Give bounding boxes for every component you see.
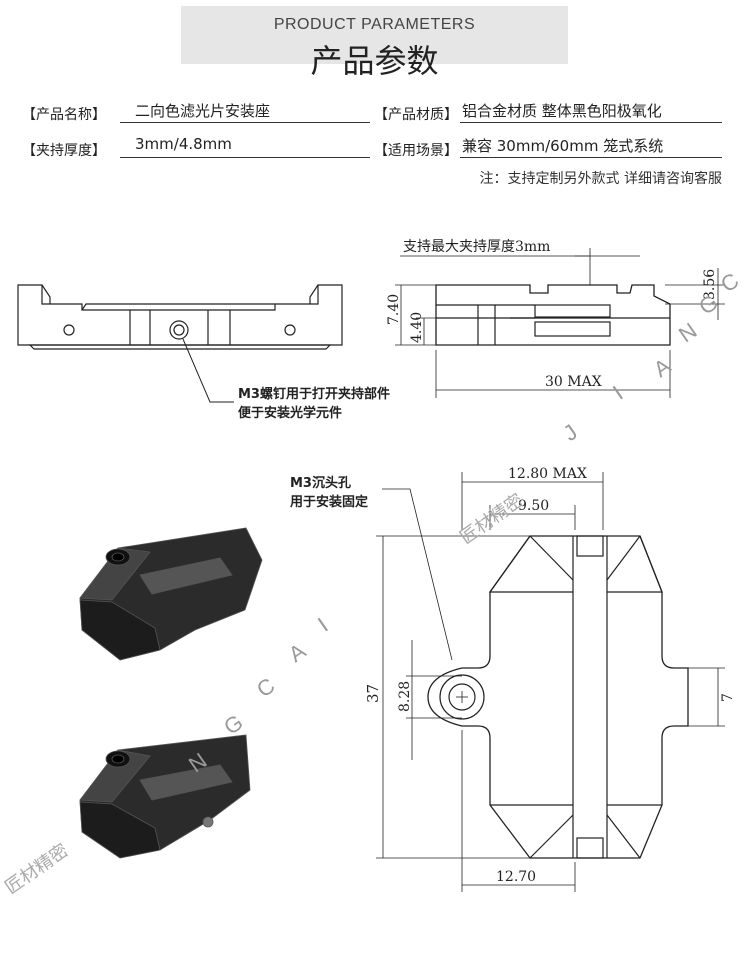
header-banner: PRODUCT PARAMETERS 产品参数 [181,6,568,80]
param-material-value: 铝合金材质 整体黑色阳极氧化 [462,102,662,120]
dim-9-50: 9.50 [518,498,549,514]
param-material-label: 【产品材质】 [374,107,458,123]
dim-12-80: 12.80 MAX [508,466,587,482]
front-view-drawing [17,284,343,350]
param-name-label: 【产品名称】 [22,107,106,123]
customization-note: 注：支持定制另外款式 详细请咨询客服 [479,171,722,187]
callout-m3-screw: M3螺钉用于打开夹持部件 便于安装光学元件 [238,385,390,423]
param-thickness-value: 3mm/4.8mm [135,135,232,153]
param-material-underline [460,122,722,123]
render-bottom-3d [79,734,251,859]
callout-m3-screw-line1: M3螺钉用于打开夹持部件 [238,387,390,402]
dim-12-70: 12.70 [496,869,536,885]
param-scene-value: 兼容 30mm/60mm 笼式系统 [462,137,664,155]
banner-title-zh: 产品参数 [310,42,439,80]
callout-m3-countersink: M3沉头孔 用于安装固定 [290,474,368,512]
dim-3-56: 3.56 [702,269,718,300]
side-view-drawing [435,284,671,346]
param-thickness-label: 【夹持厚度】 [22,143,106,159]
callout-m3-countersink-line2: 用于安装固定 [290,495,369,510]
dim-37: 37 [364,684,382,703]
dim-7-40: 7.40 [386,294,402,325]
dim-max-clamp-label: 支持最大夹持厚度3mm [403,239,550,255]
render-top-3d [79,527,263,661]
banner-title-en: PRODUCT PARAMETERS [273,16,476,33]
dim-30-max: 30 MAX [545,374,602,390]
param-scene-underline [460,157,722,158]
top-view-drawing [427,535,689,859]
param-name-underline [120,122,370,123]
dim-8-28: 8.28 [397,681,413,712]
dim-4-40: 4.40 [409,312,425,343]
callout-m3-countersink-line1: M3沉头孔 [290,476,351,491]
dim-7: 7 [720,693,736,702]
param-thickness-underline [120,157,370,158]
param-name-value: 二向色滤光片安装座 [135,102,271,120]
param-scene-label: 【适用场景】 [374,143,458,159]
callout-m3-screw-line2: 便于安装光学元件 [238,406,343,421]
